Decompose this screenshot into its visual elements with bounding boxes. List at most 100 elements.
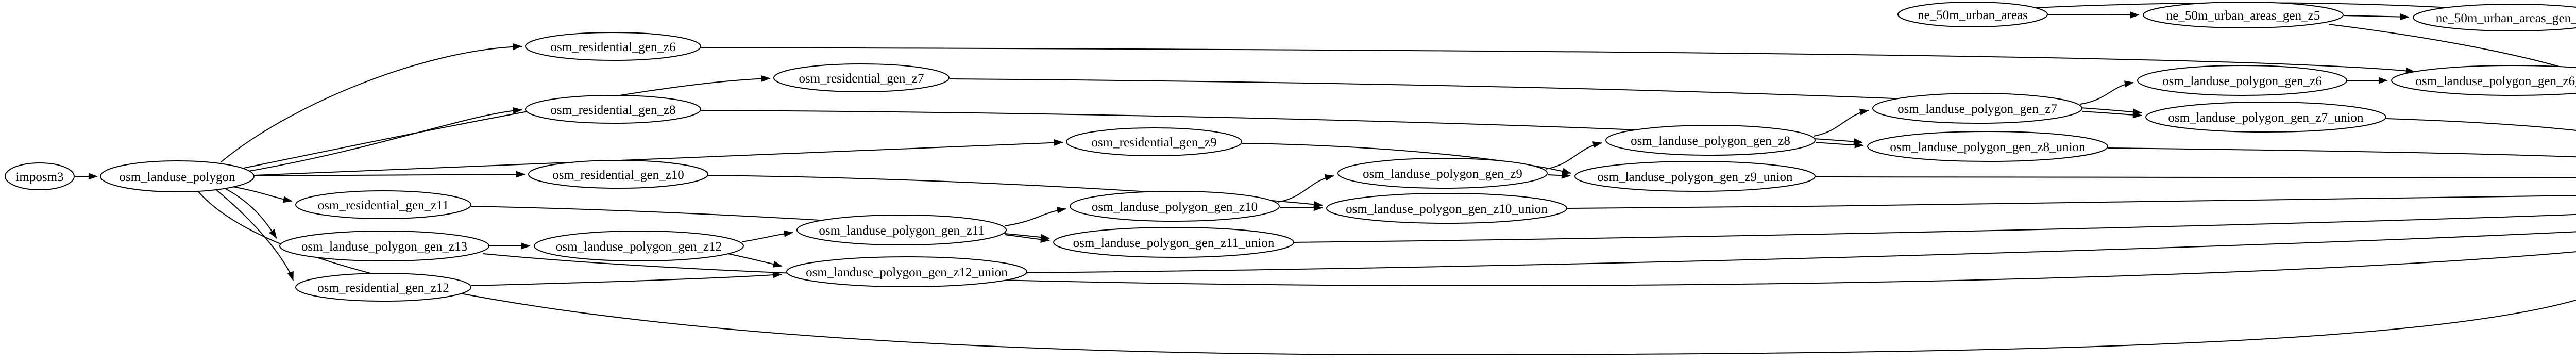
node-osm-landuse-polygon-gen-z9-union: osm_landuse_polygon_gen_z9_union	[1574, 161, 1816, 192]
node-osm-residential-gen-z8: osm_residential_gen_z8	[525, 95, 701, 124]
edge-gen_z11_union-layer_z11	[1294, 213, 2576, 243]
edge-gen_z12-gen_z11	[741, 230, 793, 242]
node-label: ne_50m_urban_areas	[1918, 8, 2028, 22]
edge-osm_landuse_polygon-osm_landuse_polygon_gen_z13	[223, 187, 277, 239]
node-label: osm_residential_gen_z9	[1092, 136, 1217, 150]
node-osm-landuse-polygon-gen-z11: osm_landuse_polygon_gen_z11	[796, 215, 1007, 245]
edge-osm_landuse_polygon-osm_residential_gen_z12	[214, 188, 294, 281]
node-label: osm_landuse_polygon_gen_z13	[301, 240, 467, 254]
node-ellipse	[1337, 158, 1548, 189]
node-label: osm_landuse_polygon_gen_z11_union	[1073, 236, 1275, 250]
edge-ne_50m_gen_z5-ne_50m_gen_z4	[2343, 13, 2410, 21]
node-ellipse	[2143, 2, 2344, 28]
node-osm-landuse-polygon-gen-z12-union: osm_landuse_polygon_gen_z12_union	[786, 256, 1027, 287]
node-ellipse	[2391, 65, 2576, 96]
node-ellipse	[1574, 161, 1816, 192]
node-ellipse	[295, 190, 471, 219]
node-ellipse	[1872, 93, 2082, 124]
edge-osm_landuse_polygon-osm_residential_gen_z7	[241, 75, 771, 169]
node-label: osm_residential_gen_z8	[551, 103, 676, 117]
edge-gen_z9_union-layer_z9	[1815, 176, 2576, 178]
node-osm-landuse-polygon-gen-z10-union: osm_landuse_polygon_gen_z10_union	[1326, 193, 1567, 224]
node-osm-landuse-polygon-gen-z10: osm_landuse_polygon_gen_z10	[1070, 191, 1280, 222]
node-label: osm_landuse_polygon_gen_z6	[2162, 74, 2322, 88]
node-ellipse	[525, 32, 701, 61]
node-ne-50m-urban-areas-gen-z4: ne_50m_urban_areas_gen_z4	[2413, 4, 2576, 31]
node-label: osm_landuse_polygon	[120, 170, 235, 184]
edge-layer	[75, 2, 2576, 356]
node-ellipse	[525, 95, 701, 124]
node-label: osm_landuse_polygon_gen_z9_union	[1597, 170, 1793, 184]
node-label: osm_landuse_polygon_gen_z12	[556, 240, 722, 254]
node-label: osm_residential_gen_z10	[552, 168, 684, 182]
node-osm-residential-gen-z12: osm_residential_gen_z12	[295, 273, 471, 302]
node-label: osm_residential_gen_z6	[551, 40, 676, 54]
node-label: osm_landuse_polygon_gen_z7	[1897, 102, 2057, 116]
node-imposm3: imposm3	[5, 162, 75, 190]
node-ellipse	[100, 160, 255, 192]
edge-residential_z12-gen_z12_union	[471, 271, 782, 286]
node-ellipse	[534, 231, 744, 261]
node-label: ne_50m_urban_areas_gen_z5	[2166, 9, 2320, 23]
edge-gen_z12-gen_z12_union	[725, 253, 783, 268]
node-osm-landuse-polygon-gen-z8: osm_landuse_polygon_gen_z8	[1605, 125, 1816, 156]
node-ellipse	[2145, 102, 2386, 133]
edge-ne_50m_gen_z5-layer_z5	[2328, 24, 2576, 72]
edge-gen_z10_union-layer_z10	[1567, 195, 2576, 209]
edge-gen_z8-gen_z8_union	[1815, 141, 1864, 149]
node-osm-residential-gen-z9: osm_residential_gen_z9	[1066, 127, 1242, 156]
edge-gen_z8-gen_z7	[1813, 109, 1869, 137]
node-layer: imposm3 osm_landuse_polygon osm_resident…	[5, 2, 2576, 302]
node-label: ne_50m_urban_areas_gen_z4	[2436, 11, 2576, 25]
node-osm-landuse-polygon-gen-z9: osm_landuse_polygon_gen_z9	[1337, 158, 1548, 189]
node-ellipse	[796, 215, 1007, 245]
node-ne-50m-urban-areas: ne_50m_urban_areas	[1897, 2, 2048, 27]
node-osm-landuse-polygon-gen-z13: osm_landuse_polygon_gen_z13	[279, 231, 489, 261]
node-ellipse	[2413, 4, 2576, 31]
edge-gen_z13-layer_z13	[483, 251, 2576, 286]
node-label: osm_residential_gen_z12	[317, 281, 449, 295]
node-osm-landuse-polygon-gen-z8-union: osm_landuse_polygon_gen_z8_union	[1867, 131, 2108, 162]
node-osm-landuse-polygon-gen-z12: osm_landuse_polygon_gen_z12	[534, 231, 744, 261]
edge-osm_landuse_polygon-osm_residential_gen_z6	[220, 43, 522, 163]
node-label: osm_residential_gen_z11	[318, 199, 449, 212]
node-ellipse	[528, 160, 708, 189]
node-label: osm_landuse_polygon_gen_z6_union	[2415, 74, 2576, 88]
edge-gen_z8_union-layer_z8	[2108, 147, 2576, 158]
edge-gen_z10-gen_z9	[1277, 174, 1334, 203]
node-osm-residential-gen-z10: osm_residential_gen_z10	[528, 160, 708, 189]
edge-ne_50m-ne_50m_gen_z5	[2047, 11, 2140, 19]
node-ellipse	[279, 231, 489, 261]
edge-osm_landuse_polygon-osm_residential_gen_z10	[253, 171, 526, 178]
edge-gen_z9-gen_z9_union	[1547, 172, 1571, 179]
node-ellipse	[1066, 127, 1242, 156]
node-label: osm_landuse_polygon_gen_z9	[1363, 167, 1522, 181]
edge-osm_landuse_polygon-osm_residential_gen_z8	[245, 107, 522, 172]
node-ellipse	[1897, 2, 2048, 27]
node-osm-landuse-polygon-gen-z6: osm_landuse_polygon_gen_z6	[2137, 65, 2347, 96]
node-osm-landuse-polygon-gen-z7-union: osm_landuse_polygon_gen_z7_union	[2145, 102, 2386, 133]
node-osm-residential-gen-z7: osm_residential_gen_z7	[773, 63, 950, 92]
edge-gen_z7-gen_z6	[2080, 80, 2134, 105]
node-osm-landuse-polygon-gen-z11-union: osm_landuse_polygon_gen_z11_union	[1053, 227, 1294, 258]
node-ellipse	[1053, 227, 1294, 258]
node-label: osm_landuse_polygon_gen_z7_union	[2168, 111, 2364, 125]
edge-osm_landuse_polygon-osm_residential_gen_z11	[232, 186, 293, 203]
node-ellipse	[1326, 193, 1567, 224]
node-label: osm_landuse_polygon_gen_z10_union	[1346, 202, 1548, 216]
node-osm-residential-gen-z6: osm_residential_gen_z6	[525, 32, 701, 61]
edge-gen_z9-gen_z8	[1545, 141, 1602, 170]
node-label: osm_landuse_polygon_gen_z12_union	[806, 266, 1008, 279]
edge-gen_z11-gen_z10	[1004, 207, 1066, 226]
node-osm-landuse-polygon: osm_landuse_polygon	[100, 160, 255, 192]
edge-gen_z12_union-layer_z12	[1027, 231, 2576, 273]
node-ellipse	[5, 162, 75, 190]
edge-gen_z10-gen_z10_union	[1279, 204, 1323, 211]
node-osm-residential-gen-z11: osm_residential_gen_z11	[295, 190, 471, 219]
edge-gen_z7_union-layer_z7	[2386, 118, 2576, 131]
node-label: osm_landuse_polygon_gen_z11	[819, 224, 984, 238]
edge-residential_z9-gen_z9_union	[1242, 143, 1571, 175]
node-osm-landuse-polygon-gen-z7: osm_landuse_polygon_gen_z7	[1872, 93, 2082, 124]
node-label: osm_landuse_polygon_gen_z8_union	[1890, 140, 2086, 154]
